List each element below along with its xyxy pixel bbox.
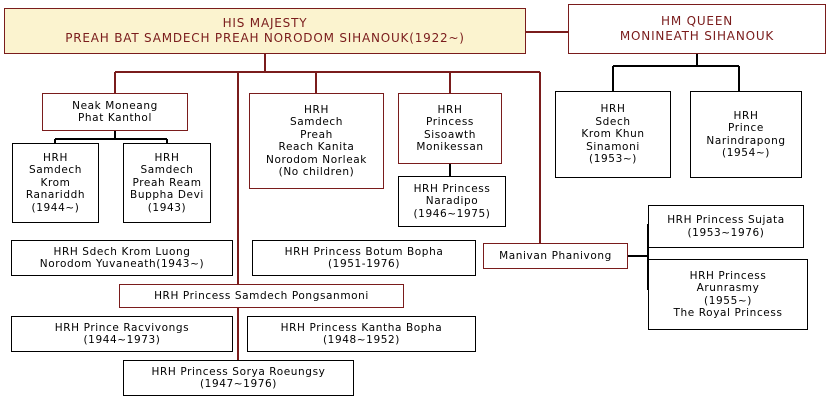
narindrapong-box: HRH Prince Narindrapong (1954~): [690, 91, 802, 178]
yuvaneath-box: HRH Sdech Krom Luong Norodom Yuvaneath(1…: [11, 240, 233, 276]
queen-box: HM QUEEN MONINEATH SIHANOUK: [568, 4, 826, 54]
buppha-devi-box: HRH Samdech Preah Ream Buppha Devi (1943…: [123, 143, 211, 223]
manivan-phanivong-box: Manivan Phanivong: [483, 243, 628, 269]
naradipo-box: HRH Princess Naradipo (1946~1975): [398, 176, 506, 227]
pongsanmoni-box: HRH Princess Samdech Pongsanmoni: [119, 284, 404, 308]
sujata-box: HRH Princess Sujata (1953~1976): [648, 205, 804, 248]
sorya-roeungsy-box: HRH Princess Sorya Roeungsy (1947~1976): [123, 360, 354, 396]
botum-bopha-box: HRH Princess Botum Bopha (1951-1976): [252, 240, 476, 276]
ranariddh-box: HRH Samdech Krom Ranariddh (1944~): [12, 143, 99, 223]
sisoawth-box: HRH Princess Sisoawth Monikessan: [398, 93, 502, 164]
racvivongs-box: HRH Prince Racvivongs (1944~1973): [11, 316, 233, 352]
sinamoni-box: HRH Sdech Krom Khun Sinamoni (1953~): [555, 91, 671, 178]
arunrasmy-box: HRH Princess Arunrasmy (1955~) The Royal…: [648, 259, 808, 330]
king-box: HIS MAJESTY PREAH BAT SAMDECH PREAH NORO…: [4, 8, 526, 54]
norleak-box: HRH Samdech Preah Reach Kanita Norodom N…: [249, 93, 384, 189]
kantha-bopha-box: HRH Princess Kantha Bopha (1948~1952): [247, 316, 476, 352]
neak-moneang-box: Neak Moneang Phat Kanthol: [42, 93, 188, 131]
